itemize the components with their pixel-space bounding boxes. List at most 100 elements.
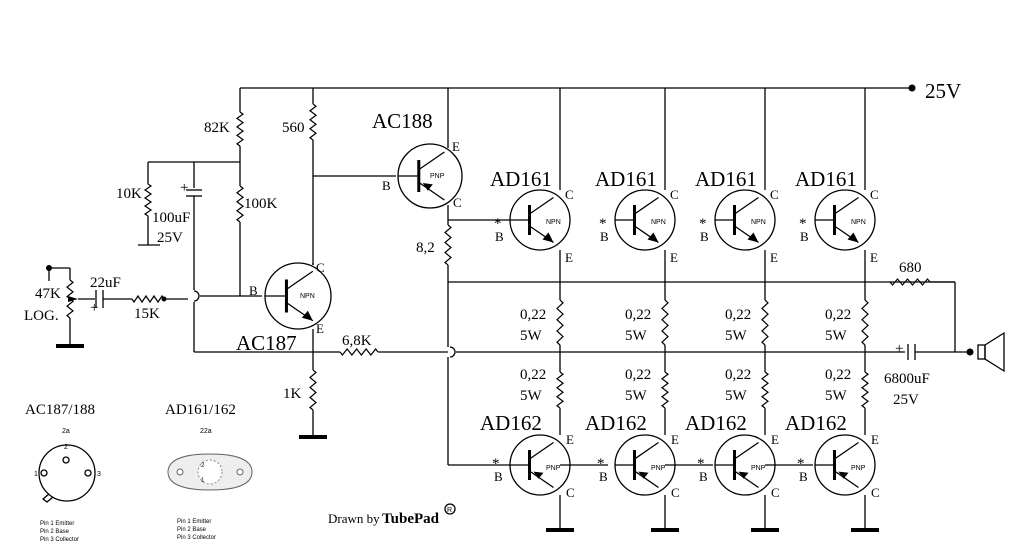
r100k-label: 100K	[244, 196, 278, 212]
ad161-4-transistor-arrow	[847, 232, 859, 243]
r680-label: 680	[899, 260, 922, 276]
pinout-power-pin1: 1	[201, 478, 205, 484]
ad162-1-e: E	[566, 432, 574, 447]
ad162-2-ground	[651, 528, 679, 532]
ad162-3-b: B	[699, 469, 708, 484]
ac188-e: E	[452, 139, 460, 154]
ad162-4-transistor-collector-lead	[834, 441, 859, 460]
ad162-3-e: E	[771, 432, 779, 447]
ad161-2-c: C	[670, 187, 679, 202]
ad161-1-b: B	[495, 229, 504, 244]
ad162-4-re-value: 0,22	[825, 367, 851, 383]
pinout-power-legend-2: Pin 2 Base	[177, 527, 207, 533]
ad162-3-label: AD162	[685, 411, 747, 435]
ad162-2-transistor-arrow	[638, 471, 649, 479]
ad161-1-e: E	[565, 250, 573, 265]
ad162-1-transistor	[509, 434, 571, 496]
ac188-transistor-arrow	[422, 183, 433, 191]
pinout-power-can	[197, 459, 223, 485]
pinout-small-pin3: 3	[97, 471, 101, 478]
c100u-plus: +	[180, 180, 188, 196]
ad161-1-transistor-collector-lead	[529, 196, 554, 215]
ac188-c: C	[453, 195, 462, 210]
pinout-small-legend-1: Pin 1 Emitter	[40, 521, 74, 527]
pinout-small-pin2-dot	[62, 456, 70, 464]
pinout-small-pkg: 2a	[62, 428, 70, 435]
ad162-3-re-value: 0,22	[725, 367, 751, 383]
ad162-2-star: *	[597, 456, 605, 472]
pinout-power-legend-3: Pin 3 Collector	[177, 535, 216, 541]
ac187-ground	[299, 435, 327, 439]
ad162-4-label: AD162	[785, 411, 847, 435]
ad161-3-transistor-collector-lead	[734, 196, 759, 215]
registered-mark-circle	[444, 503, 456, 515]
ac188-b: B	[382, 178, 391, 193]
labels: 25V 82K 560 10K 100K 100uF 25V + 47K LOG…	[24, 79, 961, 543]
ad162-4-e: E	[871, 432, 879, 447]
ad162-1-star: *	[492, 456, 500, 472]
ad162-2-label: AD162	[585, 411, 647, 435]
ad162-3-c: C	[771, 485, 780, 500]
ad161-3-re-power: 5W	[725, 328, 748, 344]
pinout-small-title: AC187/188	[25, 402, 95, 418]
supply-terminal	[908, 84, 916, 92]
supply-voltage-label: 25V	[925, 79, 961, 103]
ad161-3-c: C	[770, 187, 779, 202]
ad162-2-e: E	[671, 432, 679, 447]
components: 0,225WAD161CEB*NPN0,225WAD161CEB*NPN0,22…	[38, 84, 1005, 532]
ad162-4-re-power: 5W	[825, 388, 848, 404]
ad162-2-type: PNP	[651, 465, 666, 472]
pinout-small-pin1-dot	[40, 469, 48, 477]
pinout-small-pin3-dot	[84, 469, 92, 477]
ac188-transistor-emitter-lead	[418, 181, 445, 201]
pinout-power-hole-right	[236, 468, 244, 476]
r15k-node	[161, 296, 167, 302]
ad161-1-re-power: 5W	[520, 328, 543, 344]
pinout-power-hole-left	[176, 468, 184, 476]
ac187-transistor-collector-lead	[286, 270, 314, 290]
ac187-transistor	[264, 262, 332, 330]
ad162-4-transistor	[814, 434, 876, 496]
pinout-small-legend-3: Pin 3 Collector	[40, 537, 79, 543]
ad161-2-label: AD161	[595, 167, 657, 191]
ad162-1-transistor-collector-lead	[529, 441, 554, 460]
ad162-4-ground	[851, 528, 879, 532]
ac188-transistor	[397, 143, 463, 209]
pinout-small-case	[38, 444, 96, 502]
ad161-4-label: AD161	[795, 167, 857, 191]
ad161-2-star: *	[599, 216, 607, 232]
pot-top-dot	[46, 265, 52, 271]
c22u-label: 22uF	[90, 275, 121, 291]
ad161-4-star: *	[799, 216, 807, 232]
ad161-4-type: NPN	[851, 219, 866, 226]
ad162-2-b: B	[599, 469, 608, 484]
r1k-resistor	[309, 369, 317, 411]
ad161-3-transistor	[714, 189, 776, 251]
ac187-b: B	[249, 283, 258, 298]
r68k-resistor	[339, 348, 379, 356]
ac187-e: E	[316, 321, 324, 336]
ad162-1-c: C	[566, 485, 575, 500]
ad161-1-star: *	[494, 216, 502, 232]
ad161-4-transistor-collector-lead	[834, 196, 859, 215]
pot-label: 47K	[35, 286, 61, 302]
ad161-1-type: NPN	[546, 219, 561, 226]
pinout-small-legend-2: Pin 2 Base	[40, 529, 70, 535]
c22u-plus: +	[90, 300, 98, 316]
c6800u-label: 6800uF	[884, 371, 930, 387]
ad162-1-label: AD162	[480, 411, 542, 435]
ad162-1-transistor-arrow	[533, 471, 544, 479]
ad161-2-re-power: 5W	[625, 328, 648, 344]
ad161-2-e: E	[670, 250, 678, 265]
ad161-3-e: E	[770, 250, 778, 265]
feedback-crossover	[449, 346, 456, 358]
ad161-1-re-value: 0,22	[520, 307, 546, 323]
pot-ground	[56, 344, 84, 348]
ad161-2-transistor	[614, 189, 676, 251]
ad162-3-transistor-arrow	[738, 471, 749, 479]
speaker-magnet	[977, 344, 986, 360]
ad162-4-b: B	[799, 469, 808, 484]
ad162-2-transistor-emitter-lead	[634, 470, 659, 489]
r82-resistor	[444, 224, 452, 266]
